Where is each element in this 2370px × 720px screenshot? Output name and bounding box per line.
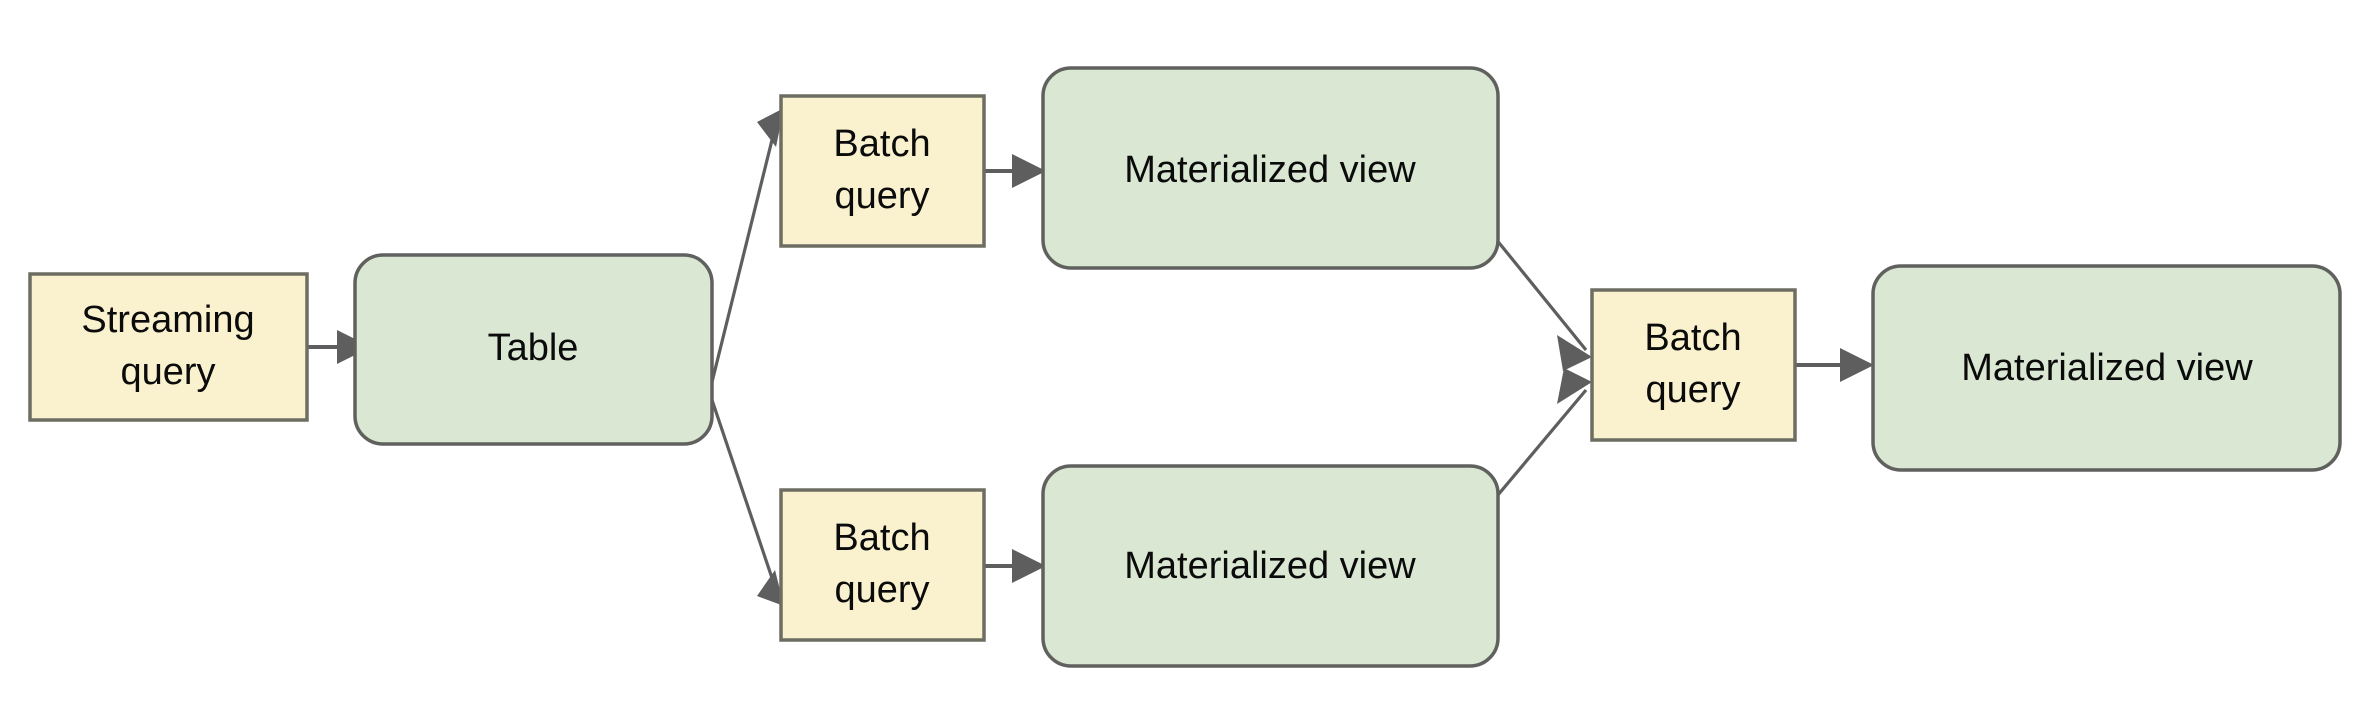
node-batch-query-bottom[interactable]: Batch query (779, 488, 986, 642)
batch-query-bottom-label-line1: Batch (833, 517, 930, 559)
node-batch-query-top[interactable]: Batch query (779, 94, 986, 248)
streaming-query-box[interactable] (28, 272, 309, 422)
edge-batch-query-bottom-to-materialized-view-bottom (984, 549, 1046, 583)
batch-query-top-label-line1: Batch (833, 123, 930, 165)
node-batch-query-right[interactable]: Batch query (1590, 288, 1797, 442)
materialized-view-bottom-box[interactable] (1041, 464, 1500, 668)
batch-query-right-label-line2: query (1645, 369, 1740, 411)
edge-batch-query-right-to-materialized-view-right (1795, 348, 1874, 382)
node-table[interactable]: Table (353, 253, 714, 446)
edge-materialized-view-bottom-to-batch-query-right (1485, 368, 1592, 510)
edge-materialized-view-top-to-batch-query-right (1485, 226, 1592, 371)
table-box[interactable] (353, 253, 714, 446)
node-materialized-view-right[interactable]: Materialized view (1871, 264, 2342, 472)
batch-query-bottom-box[interactable] (779, 488, 986, 642)
edge-batch-query-top-to-materialized-view-top (984, 154, 1046, 188)
streaming-query-label-line1: Streaming (81, 299, 254, 341)
materialized-view-top-box[interactable] (1041, 66, 1500, 270)
materialized-view-bottom-label: Materialized view (1124, 545, 1416, 587)
node-materialized-view-top[interactable]: Materialized view (1041, 66, 1500, 270)
batch-query-right-label-line1: Batch (1644, 317, 1741, 359)
streaming-query-label-line2: query (120, 351, 215, 393)
node-materialized-view-bottom[interactable]: Materialized view (1041, 464, 1500, 668)
batch-query-bottom-label-line2: query (834, 569, 929, 611)
batch-query-right-box[interactable] (1590, 288, 1797, 442)
materialized-view-right-box[interactable] (1871, 264, 2342, 472)
materialized-view-top-label: Materialized view (1124, 149, 1416, 191)
materialized-view-right-label: Materialized view (1961, 347, 2253, 389)
batch-query-top-box[interactable] (779, 94, 986, 248)
table-label: Table (488, 327, 579, 369)
edge-table-to-batch-query-top (710, 108, 784, 383)
node-streaming-query[interactable]: Streaming query (28, 272, 309, 422)
batch-query-top-label-line2: query (834, 175, 929, 217)
edge-table-to-batch-query-bottom (710, 399, 784, 606)
